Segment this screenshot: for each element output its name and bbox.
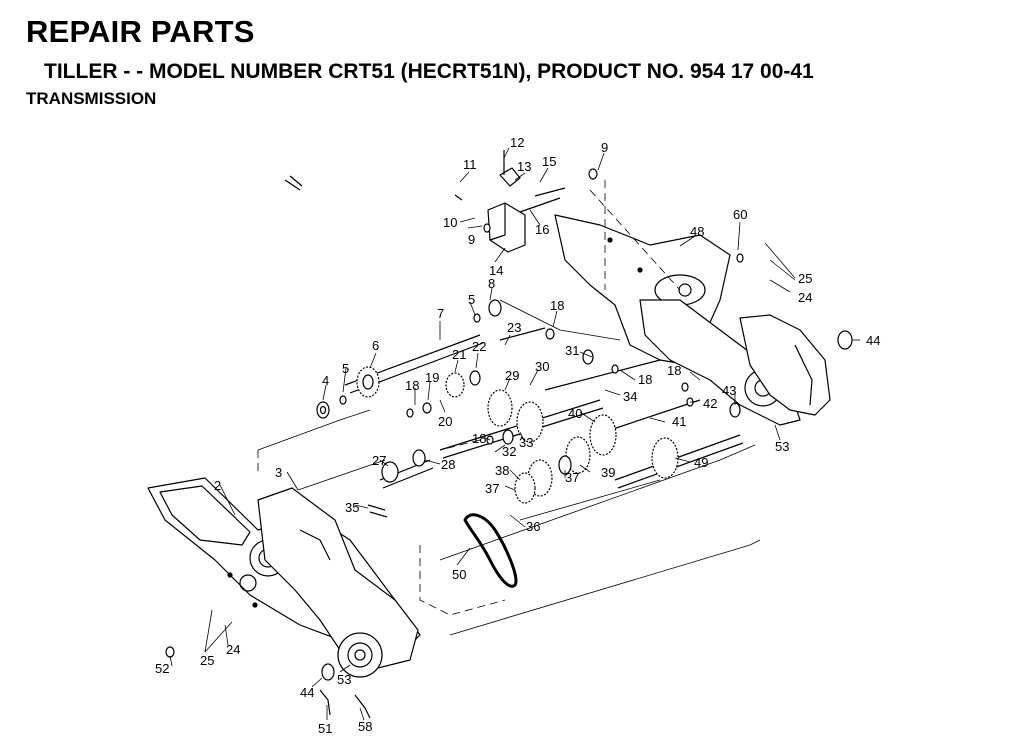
hardware xyxy=(165,175,853,719)
callout-40: 40 xyxy=(568,406,582,421)
callout-48: 48 xyxy=(690,224,704,239)
callout-18-left: 18 xyxy=(405,378,419,393)
callout-14: 14 xyxy=(489,263,503,278)
right-cover xyxy=(739,314,831,416)
callout-9-top: 9 xyxy=(601,140,608,155)
callout-3: 3 xyxy=(275,465,282,480)
callout-49: 49 xyxy=(694,455,708,470)
callout-21: 21 xyxy=(452,347,466,362)
callout-4: 4 xyxy=(322,373,329,388)
callout-24-right: 24 xyxy=(798,290,812,305)
leader-lines xyxy=(169,147,860,721)
reference-lines xyxy=(257,180,681,616)
callout-39: 39 xyxy=(601,465,615,480)
callout-50: 50 xyxy=(452,567,466,582)
callout-7: 7 xyxy=(437,306,444,321)
drive-chain xyxy=(463,513,518,588)
callout-42: 42 xyxy=(703,396,717,411)
callout-11: 11 xyxy=(463,157,477,172)
section-heading: TRANSMISSION xyxy=(26,89,157,108)
callout-35: 35 xyxy=(345,500,359,515)
callout-23: 23 xyxy=(507,320,521,335)
callout-5-top: 5 xyxy=(468,292,475,307)
callout-32: 32 xyxy=(502,444,516,459)
callout-19: 19 xyxy=(425,370,439,385)
callout-9-left: 9 xyxy=(468,232,475,247)
frame-lines xyxy=(257,299,761,636)
callout-51: 51 xyxy=(318,721,332,736)
callout-6: 6 xyxy=(372,338,379,353)
callout-28: 28 xyxy=(441,457,455,472)
callout-8: 8 xyxy=(488,276,495,291)
callout-13: 13 xyxy=(517,159,531,174)
callout-60: 60 xyxy=(733,207,747,222)
callout-24-left: 24 xyxy=(226,642,240,657)
callout-44-left: 44 xyxy=(300,685,314,700)
callout-18-mid: 18 xyxy=(638,372,652,387)
callout-18-top: 18 xyxy=(550,298,564,313)
callout-37-mid: 37 xyxy=(565,470,579,485)
callout-31: 31 xyxy=(565,343,579,358)
callout-22: 22 xyxy=(472,339,486,354)
callout-36: 36 xyxy=(526,519,540,534)
callout-34: 34 xyxy=(623,389,637,404)
callout-52: 52 xyxy=(155,661,169,676)
callout-58: 58 xyxy=(358,719,372,734)
callout-10: 10 xyxy=(443,215,457,230)
callout-25-left: 25 xyxy=(200,653,214,668)
callout-12: 12 xyxy=(510,135,524,150)
callout-53-right: 53 xyxy=(775,439,789,454)
callout-30: 30 xyxy=(535,359,549,374)
page-title: REPAIR PARTS xyxy=(26,14,255,49)
callout-16: 16 xyxy=(535,222,549,237)
callout-labels: 12 11 13 15 9 10 16 9 14 60 48 25 24 8 5… xyxy=(155,135,880,736)
callout-53-left: 53 xyxy=(337,672,351,687)
gears xyxy=(356,366,679,504)
callout-41: 41 xyxy=(672,414,686,429)
callout-33: 33 xyxy=(519,435,533,450)
callout-43: 43 xyxy=(722,383,736,398)
callout-38: 38 xyxy=(495,463,509,478)
callout-20: 20 xyxy=(438,414,452,429)
shift-bracket xyxy=(454,150,598,253)
model-subtitle: TILLER - - MODEL NUMBER CRT51 (HECRT51N)… xyxy=(44,60,814,83)
callout-29: 29 xyxy=(505,368,519,383)
callout-18-right: 18 xyxy=(667,363,681,378)
callout-25-right: 25 xyxy=(798,271,812,286)
callout-37-left: 37 xyxy=(485,481,499,496)
callout-27: 27 xyxy=(372,453,386,468)
callout-15: 15 xyxy=(542,154,556,169)
callout-44-right: 44 xyxy=(866,333,880,348)
callout-5-left: 5 xyxy=(342,361,349,376)
callout-2: 2 xyxy=(214,478,221,493)
callout-18-lower: 18 xyxy=(472,431,486,446)
